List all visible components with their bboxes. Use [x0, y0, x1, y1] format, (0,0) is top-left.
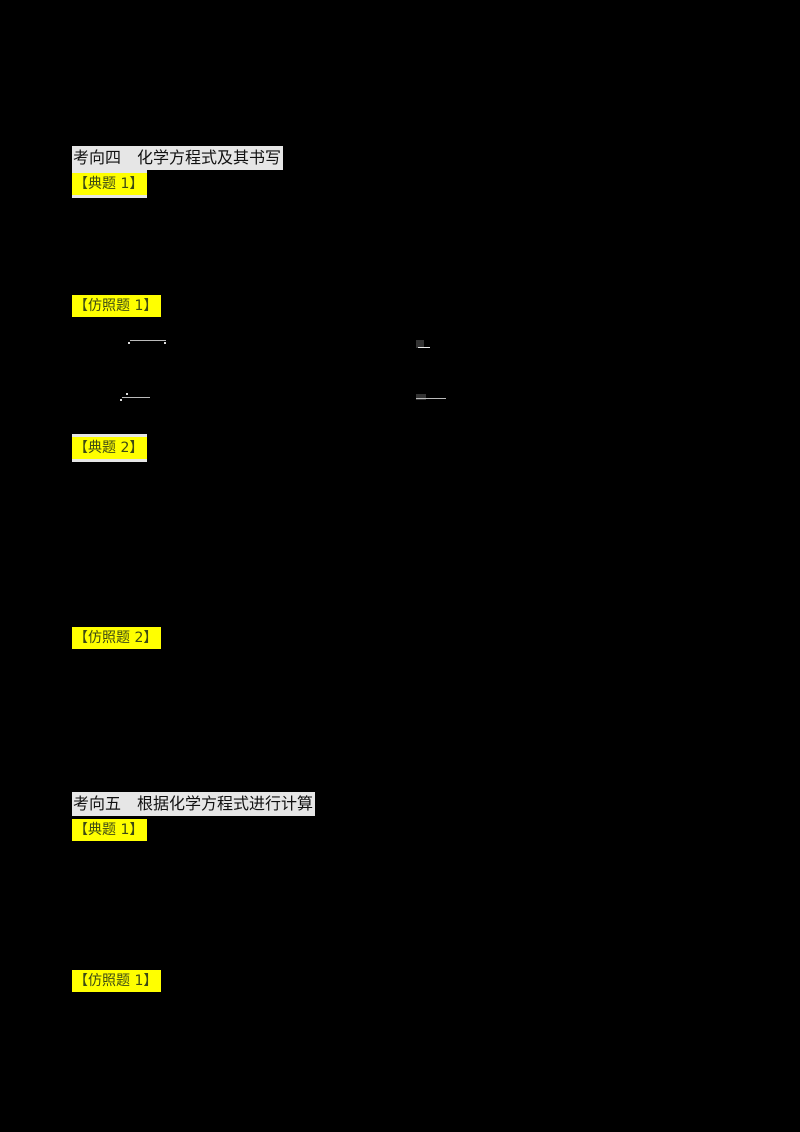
practice-question-2-label: 【仿照题 2】: [72, 627, 162, 649]
practice-question-1-label-section5: 【仿照题 1】: [72, 970, 162, 992]
example-question-1-label-section5: 【典题 1】: [72, 819, 148, 841]
practice-label-wrap: 【仿照题 1】: [72, 967, 162, 995]
option-b-figure: [414, 330, 434, 350]
practice-question-1-label: 【仿照题 1】: [72, 295, 162, 317]
option-c-figure: [120, 385, 156, 407]
example-question-1-label: 【典题 1】: [72, 173, 148, 195]
option-a-figure: [128, 328, 168, 350]
example-question-2-label: 【典题 2】: [72, 437, 148, 459]
option-d-figure: [414, 384, 450, 406]
practice-label-wrap: 【仿照题 1】: [72, 292, 162, 320]
section-heading-4: 考向四 化学方程式及其书写: [72, 146, 284, 170]
example-label-wrap: 【典题 2】: [72, 434, 148, 462]
example-label-wrap: 【典题 1】: [72, 170, 148, 198]
example-label-wrap: 【典题 1】: [72, 816, 148, 844]
practice-label-wrap: 【仿照题 2】: [72, 624, 162, 652]
section-heading-5: 考向五 根据化学方程式进行计算: [72, 792, 316, 816]
